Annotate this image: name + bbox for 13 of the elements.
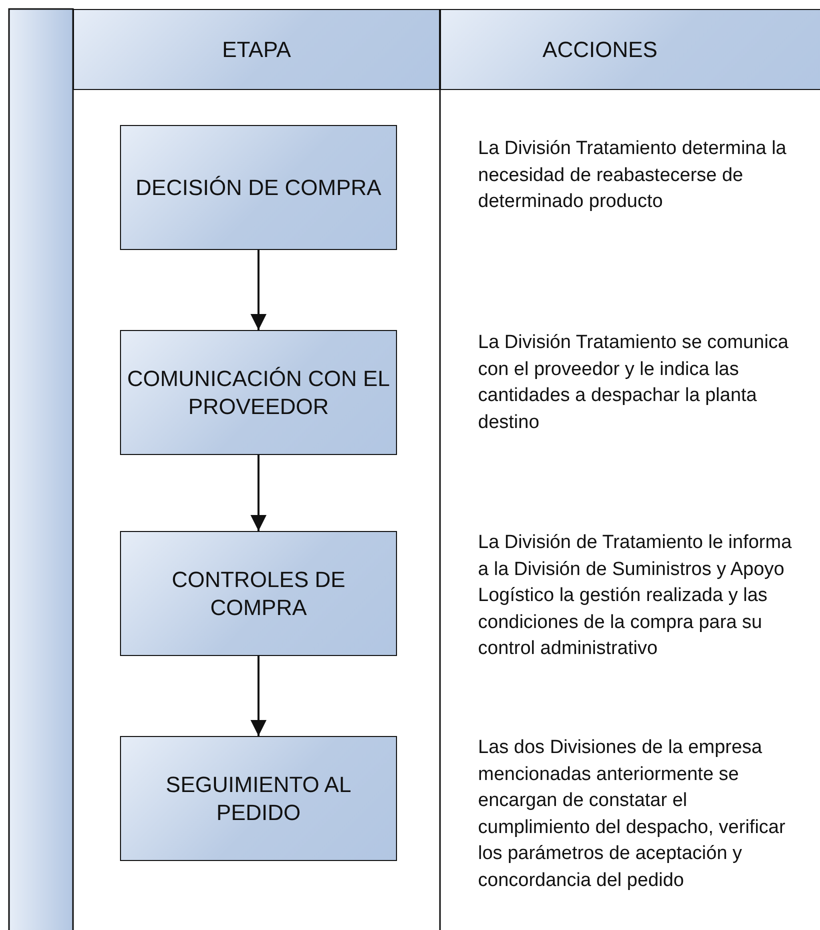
- arrow: [250, 455, 266, 531]
- action-description: La División de Tratamiento le informa a la División de Suministros y Apoyo Logístico la gestión realizada y las condiciones de la compra para su control administrativo: [478, 531, 793, 662]
- action-description: Las dos Divisiones de la empresa mencionadas anteriormente se encargan de constatar el cumplimiento del despacho, verificar los parámetros de aceptación y concordancia del pedido: [478, 736, 786, 893]
- process-box: CONTROLES DE COMPRA: [120, 531, 397, 656]
- process-box: SEGUIMIENTO AL PEDIDO: [120, 736, 397, 861]
- column-header: ACCIONES: [440, 9, 820, 90]
- arrow: [250, 250, 266, 330]
- arrow: [250, 656, 266, 736]
- process-box: DECISIÓN DE COMPRA: [120, 125, 397, 250]
- action-description: La División Tratamiento se comunica con el proveedor y le indica las cantidades a despachar la planta destino: [478, 331, 790, 435]
- action-description: La División Tratamiento determina la necesidad de reabastecerse de determinado producto: [478, 137, 788, 214]
- column-header: ETAPA: [73, 9, 440, 90]
- process-box: COMUNICACIÓN CON EL PROVEEDOR: [120, 330, 397, 455]
